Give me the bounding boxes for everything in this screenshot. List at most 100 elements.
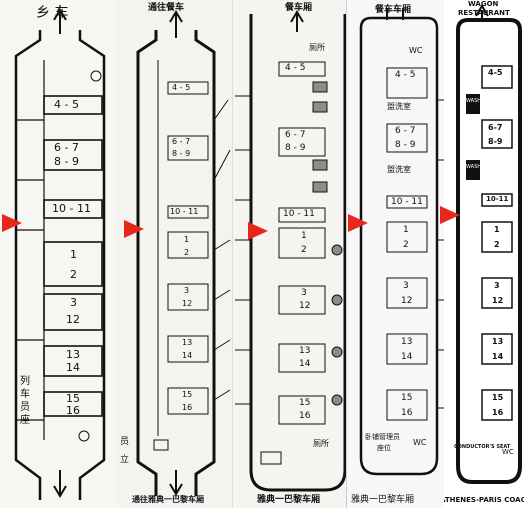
compartment-15: 15 [401, 393, 413, 403]
compartment-4-5: 4 - 5 [395, 70, 416, 80]
panel-1-top-label: 乡 车 [36, 5, 69, 21]
compartment-8-9: 8 - 9 [395, 140, 416, 150]
toilet-label: 厕所 [309, 43, 325, 52]
compartment-6-7: 6 - 7 [54, 141, 79, 154]
panel-5-bottom-label: ATHENES-PARIS COACH [444, 496, 524, 504]
attendant-label: 卧铺管理员 [365, 433, 400, 441]
compartment-15: 15 [182, 390, 193, 399]
compartment-14: 14 [66, 361, 80, 374]
compartment-2: 2 [184, 248, 190, 257]
panel-5-drawing [456, 4, 522, 484]
compartment-13: 13 [492, 337, 504, 346]
diagram-panel-3: 餐车厢 厕所 4 - 5 6 - 7 8 - 9 10 - 11 1 2 3 1… [232, 0, 347, 508]
attendant-label: 座位 [377, 444, 391, 452]
compartment-12: 12 [66, 313, 80, 326]
compartment-1: 1 [403, 225, 409, 235]
position-marker-arrow [348, 214, 368, 232]
diagram-panel-5: WAGON RESTAURANT 4-5 WASH ROOM 6-7 8-9 W… [444, 0, 524, 508]
compartment-16: 16 [299, 411, 311, 421]
compartment-8-9: 8 - 9 [54, 155, 79, 168]
washroom-label: 盥洗室 [387, 165, 411, 174]
compartment-12: 12 [492, 296, 504, 305]
compartment-16: 16 [66, 404, 80, 417]
compartment-10-11: 10 - 11 [391, 197, 423, 207]
compartment-10-11: 10-11 [486, 195, 509, 203]
compartment-2: 2 [301, 245, 307, 255]
position-marker-arrow [440, 206, 460, 224]
compartment-2: 2 [70, 268, 77, 281]
compartment-8-9: 8 - 9 [285, 143, 306, 153]
compartment-2: 2 [494, 240, 500, 249]
washroom-label: 盥洗室 [387, 102, 411, 111]
compartment-6-7: 6 - 7 [285, 130, 306, 140]
compartment-10-11: 10 - 11 [52, 202, 91, 215]
compartment-8-9: 8-9 [488, 137, 503, 146]
diagram-panel-1: 乡 车 4 - 5 6 - 7 8 - 9 10 - 11 1 2 3 12 1… [0, 0, 118, 508]
panel-3-top-label: 餐车厢 [285, 3, 313, 13]
compartment-13: 13 [182, 338, 193, 347]
compartment-1: 1 [70, 248, 77, 261]
compartment-12: 12 [182, 299, 193, 308]
compartment-13: 13 [66, 348, 80, 361]
position-marker-arrow [248, 222, 268, 240]
wc-label: WC [502, 448, 514, 456]
compartment-13: 13 [401, 337, 413, 347]
position-marker-arrow [2, 214, 22, 232]
panel-2-top-label: 通往餐车 [148, 3, 185, 13]
compartment-16: 16 [401, 408, 413, 418]
compartment-15: 15 [66, 392, 80, 405]
compartment-1: 1 [184, 235, 190, 244]
wc-label: WC [409, 46, 423, 55]
panel-5-top-label: WAGON [468, 0, 499, 8]
compartment-14: 14 [299, 359, 311, 369]
compartment-6-7: 6 - 7 [172, 137, 191, 146]
panel-5-top-label: RESTAURANT [458, 9, 510, 17]
compartment-13: 13 [299, 346, 311, 356]
conductor-seat-label: CONDUCTOR'S SEAT [454, 444, 511, 450]
compartment-2: 2 [403, 240, 409, 250]
side-label: 列 [20, 376, 30, 387]
panel-2-drawing [136, 10, 231, 496]
side-label: 员 [20, 402, 30, 413]
compartment-16: 16 [492, 408, 504, 417]
side-label: 车 [20, 389, 30, 400]
side-label: 座 [20, 415, 30, 426]
compartment-12: 12 [299, 301, 311, 311]
compartment-4-5: 4 - 5 [172, 83, 191, 92]
compartment-10-11: 10 - 11 [283, 209, 315, 219]
compartment-6-7: 6-7 [488, 123, 503, 132]
compartment-4-5: 4 - 5 [285, 63, 306, 73]
compartment-4-5: 4 - 5 [54, 98, 79, 111]
washroom-label: WASH ROOM [466, 98, 499, 104]
compartment-6-7: 6 - 7 [395, 126, 416, 136]
compartment-3: 3 [403, 281, 409, 291]
compartment-3: 3 [184, 286, 190, 295]
washroom-label: WASH ROOM [466, 164, 499, 170]
side-label: 员 [120, 437, 130, 447]
compartment-4-5: 4-5 [488, 68, 503, 77]
panel-4-drawing [359, 8, 445, 476]
position-marker-arrow [124, 220, 144, 238]
wc-label: WC [413, 438, 427, 447]
compartment-3: 3 [494, 281, 500, 290]
compartment-15: 15 [492, 393, 504, 402]
compartment-3: 3 [301, 288, 307, 298]
compartment-14: 14 [401, 352, 413, 362]
compartment-12: 12 [401, 296, 413, 306]
panel-1-drawing [14, 8, 106, 500]
toilet-label: 厕所 [313, 439, 329, 448]
compartment-14: 14 [182, 351, 193, 360]
panel-4-bottom-label: 雅典一巴黎车厢 [351, 495, 415, 505]
diagram-panel-4: 餐车车厢 WC 4 - 5 盥洗室 6 - 7 8 - 9 盥洗室 10 - 1… [346, 0, 445, 508]
panel-2-bottom-label: 通往雅典一巴黎车厢 [132, 495, 204, 504]
compartment-1: 1 [494, 225, 500, 234]
compartment-3: 3 [70, 296, 77, 309]
diagram-panel-2: 通往餐车 4 - 5 6 - 7 8 - 9 10 - 11 1 2 3 12 … [118, 0, 232, 508]
compartment-10-11: 10 - 11 [170, 207, 199, 216]
compartment-8-9: 8 - 9 [172, 149, 191, 158]
panel-3-bottom-label: 雅典一巴黎车厢 [257, 495, 321, 505]
compartment-1: 1 [301, 231, 307, 241]
side-label: 立 [120, 455, 130, 465]
panel-4-top-label: 餐车车厢 [375, 5, 412, 15]
compartment-16: 16 [182, 403, 193, 412]
